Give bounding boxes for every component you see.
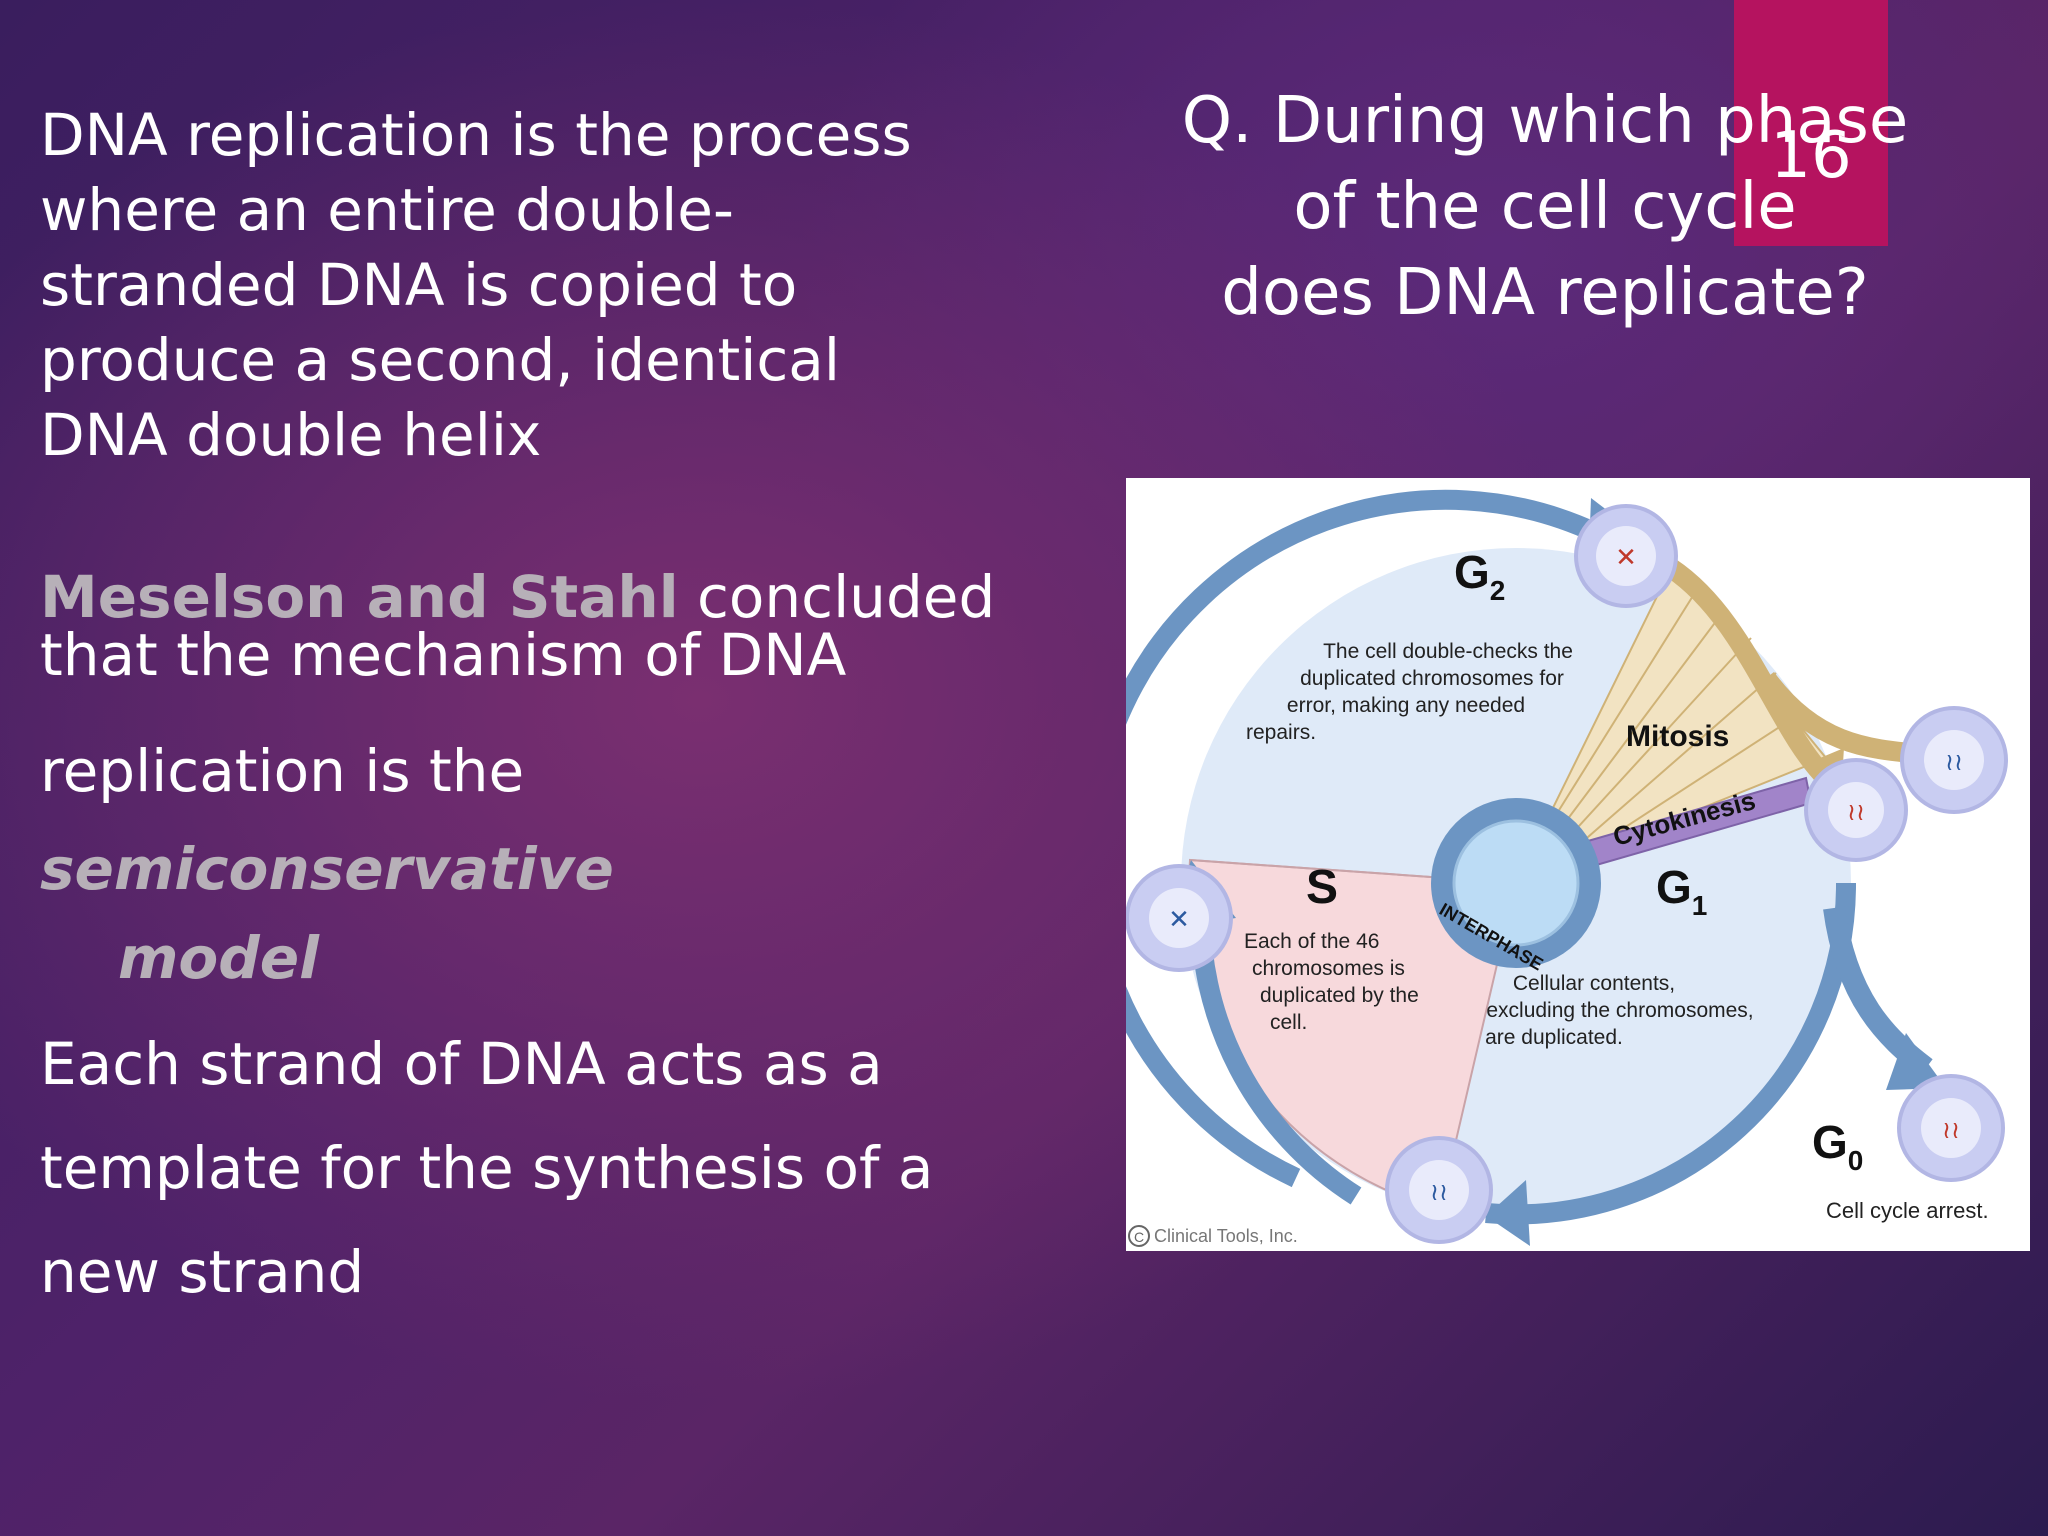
template-line-3: new strand (40, 1238, 365, 1306)
g1-label: G1 (1656, 861, 1707, 921)
meselson-stahl-names: Meselson and Stahl (40, 563, 679, 631)
meselson-stahl-paragraph: Meselson and Stahl concluded that the me… (40, 568, 1100, 998)
svg-text:are duplicated.: are duplicated. (1485, 1026, 1623, 1049)
svg-text:✕: ✕ (1615, 542, 1637, 572)
copyright-icon (1128, 1225, 1150, 1247)
cell-cycle-svg: ✕ ≀≀ ≀≀ ✕ ≀≀ ≀≀ G2 The c (1126, 489, 2008, 1247)
question-line-2: of the cell cycle (1293, 170, 1797, 244)
question-line-1: Q. During which phase (1181, 84, 1909, 158)
question-text: Q. During which phase of the cell cycle … (1165, 78, 1925, 336)
svg-text:duplicated by the: duplicated by the (1260, 984, 1419, 1007)
svg-text:Cellular contents,: Cellular contents, (1513, 972, 1675, 995)
g0-arrow (1886, 1033, 1946, 1090)
cell-cycle-diagram: ✕ ≀≀ ≀≀ ✕ ≀≀ ≀≀ G2 The c (1126, 478, 2030, 1251)
mechanism-text: that the mechanism of DNA (40, 621, 847, 689)
template-line-2: template for the synthesis of a (40, 1134, 934, 1202)
svg-text:≀≀: ≀≀ (1945, 749, 1963, 776)
svg-text:≀≀: ≀≀ (1942, 1117, 1960, 1144)
semiconservative-term: semiconservative (40, 835, 614, 903)
svg-text:≀≀: ≀≀ (1430, 1179, 1448, 1206)
cell-mitosis-right: ≀≀ (1900, 706, 2008, 814)
cell-s-left: ✕ (1126, 864, 1233, 972)
svg-text:repairs.: repairs. (1246, 721, 1316, 744)
svg-text:Clinical Tools, Inc.: Clinical Tools, Inc. (1154, 1226, 1298, 1246)
page-number-badge: 16 (1734, 0, 1888, 246)
g2-arrow (1126, 489, 1601, 1188)
g1-description: Cellular contents, excluding the chromos… (1485, 972, 1754, 1049)
g2-label: G2 (1454, 546, 1505, 606)
svg-text:duplicated chromosomes for: duplicated chromosomes for (1300, 667, 1564, 690)
page-number: 16 (1770, 119, 1852, 193)
cell-g2-top: ✕ (1574, 504, 1678, 608)
template-line-1: Each strand of DNA acts as a (40, 1030, 883, 1098)
svg-text:error, making any needed: error, making any needed (1287, 694, 1525, 717)
template-paragraph: Each strand of DNA acts as a template fo… (40, 1012, 1040, 1324)
dna-replication-definition: DNA replication is the process where an … (40, 101, 912, 469)
svg-text:excluding the chromosomes,: excluding the chromosomes, (1486, 999, 1753, 1022)
g0-description: Cell cycle arrest. (1826, 1198, 1989, 1223)
svg-text:The cell double-checks the: The cell double-checks the (1323, 640, 1573, 663)
s-label: S (1306, 861, 1338, 914)
svg-text:C: C (1134, 1229, 1144, 1245)
question-line-3: does DNA replicate? (1221, 256, 1869, 330)
replication-is-text: replication is the (40, 737, 525, 805)
cell-g1-right: ≀≀ (1804, 758, 1908, 862)
svg-text:✕: ✕ (1168, 904, 1190, 934)
svg-text:cell.: cell. (1270, 1011, 1307, 1034)
concluded-text: concluded (678, 563, 996, 631)
credit: C Clinical Tools, Inc. (1128, 1225, 1298, 1247)
svg-text:chromosomes is: chromosomes is (1252, 957, 1405, 980)
model-term: model (118, 924, 320, 992)
cell-g1-bottom: ≀≀ (1385, 1136, 1493, 1244)
svg-text:Each of the 46: Each of the 46 (1244, 930, 1379, 953)
cell-g0: ≀≀ (1897, 1074, 2005, 1182)
mitosis-label: Mitosis (1626, 720, 1729, 753)
s-description: Each of the 46 chromosomes is duplicated… (1244, 930, 1419, 1034)
g0-label: G0 (1812, 1116, 1863, 1176)
svg-text:≀≀: ≀≀ (1847, 799, 1865, 826)
g2-description: The cell double-checks the duplicated ch… (1246, 640, 1573, 744)
